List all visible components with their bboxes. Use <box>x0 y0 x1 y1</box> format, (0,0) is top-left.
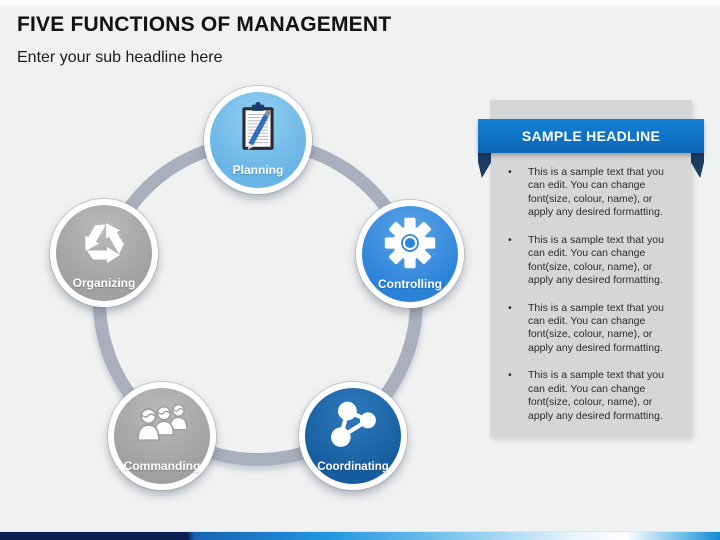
node-controlling: Controlling <box>356 200 464 308</box>
node-label-controlling: Controlling <box>378 277 442 291</box>
bullet-text: This is a sample text that you can edit.… <box>528 369 664 422</box>
list-item: • This is a sample text that you can edi… <box>506 302 678 356</box>
clipboard-pencil-icon <box>210 101 306 158</box>
page-subtitle: Enter your sub headline here <box>17 49 223 66</box>
bullet-marker: • <box>508 369 512 382</box>
node-label-commanding: Commanding <box>123 459 201 473</box>
node-organizing: Organizing <box>50 199 158 307</box>
node-label-coordinating: Coordinating <box>317 461 389 473</box>
team-icon <box>114 397 210 454</box>
node-label-organizing: Organizing <box>72 276 136 290</box>
node-planning: Planning <box>204 86 312 194</box>
list-item: • This is a sample text that you can edi… <box>506 369 678 423</box>
bullet-text: This is a sample text that you can edit.… <box>528 233 664 287</box>
share-network-icon <box>305 397 401 458</box>
bullet-marker: • <box>508 301 512 314</box>
bullet-marker: • <box>508 233 512 246</box>
node-commanding: Commanding <box>108 382 216 490</box>
list-item: • This is a sample text that you can edi… <box>506 166 678 220</box>
bullet-list: • This is a sample text that you can edi… <box>506 166 678 437</box>
bullet-marker: • <box>508 166 512 178</box>
bullet-text: This is a sample text that you can edit.… <box>528 301 664 354</box>
page-title: FIVE FUNCTIONS OF MANAGEMENT <box>17 13 392 36</box>
node-coordinating: Coordinating <box>299 382 407 490</box>
recycle-icon <box>56 214 152 273</box>
ribbon-fold-right <box>691 152 704 178</box>
node-label-planning: Planning <box>232 163 284 177</box>
sample-text-panel <box>490 100 692 437</box>
gear-icon <box>362 215 458 276</box>
bullet-text: This is a sample text that you can edit.… <box>528 166 664 219</box>
top-strip <box>0 0 720 6</box>
list-item: • This is a sample text that you can edi… <box>506 234 678 288</box>
sample-headline-ribbon: SAMPLE HEADLINE <box>478 119 704 153</box>
bottom-accent-bar <box>0 531 720 540</box>
